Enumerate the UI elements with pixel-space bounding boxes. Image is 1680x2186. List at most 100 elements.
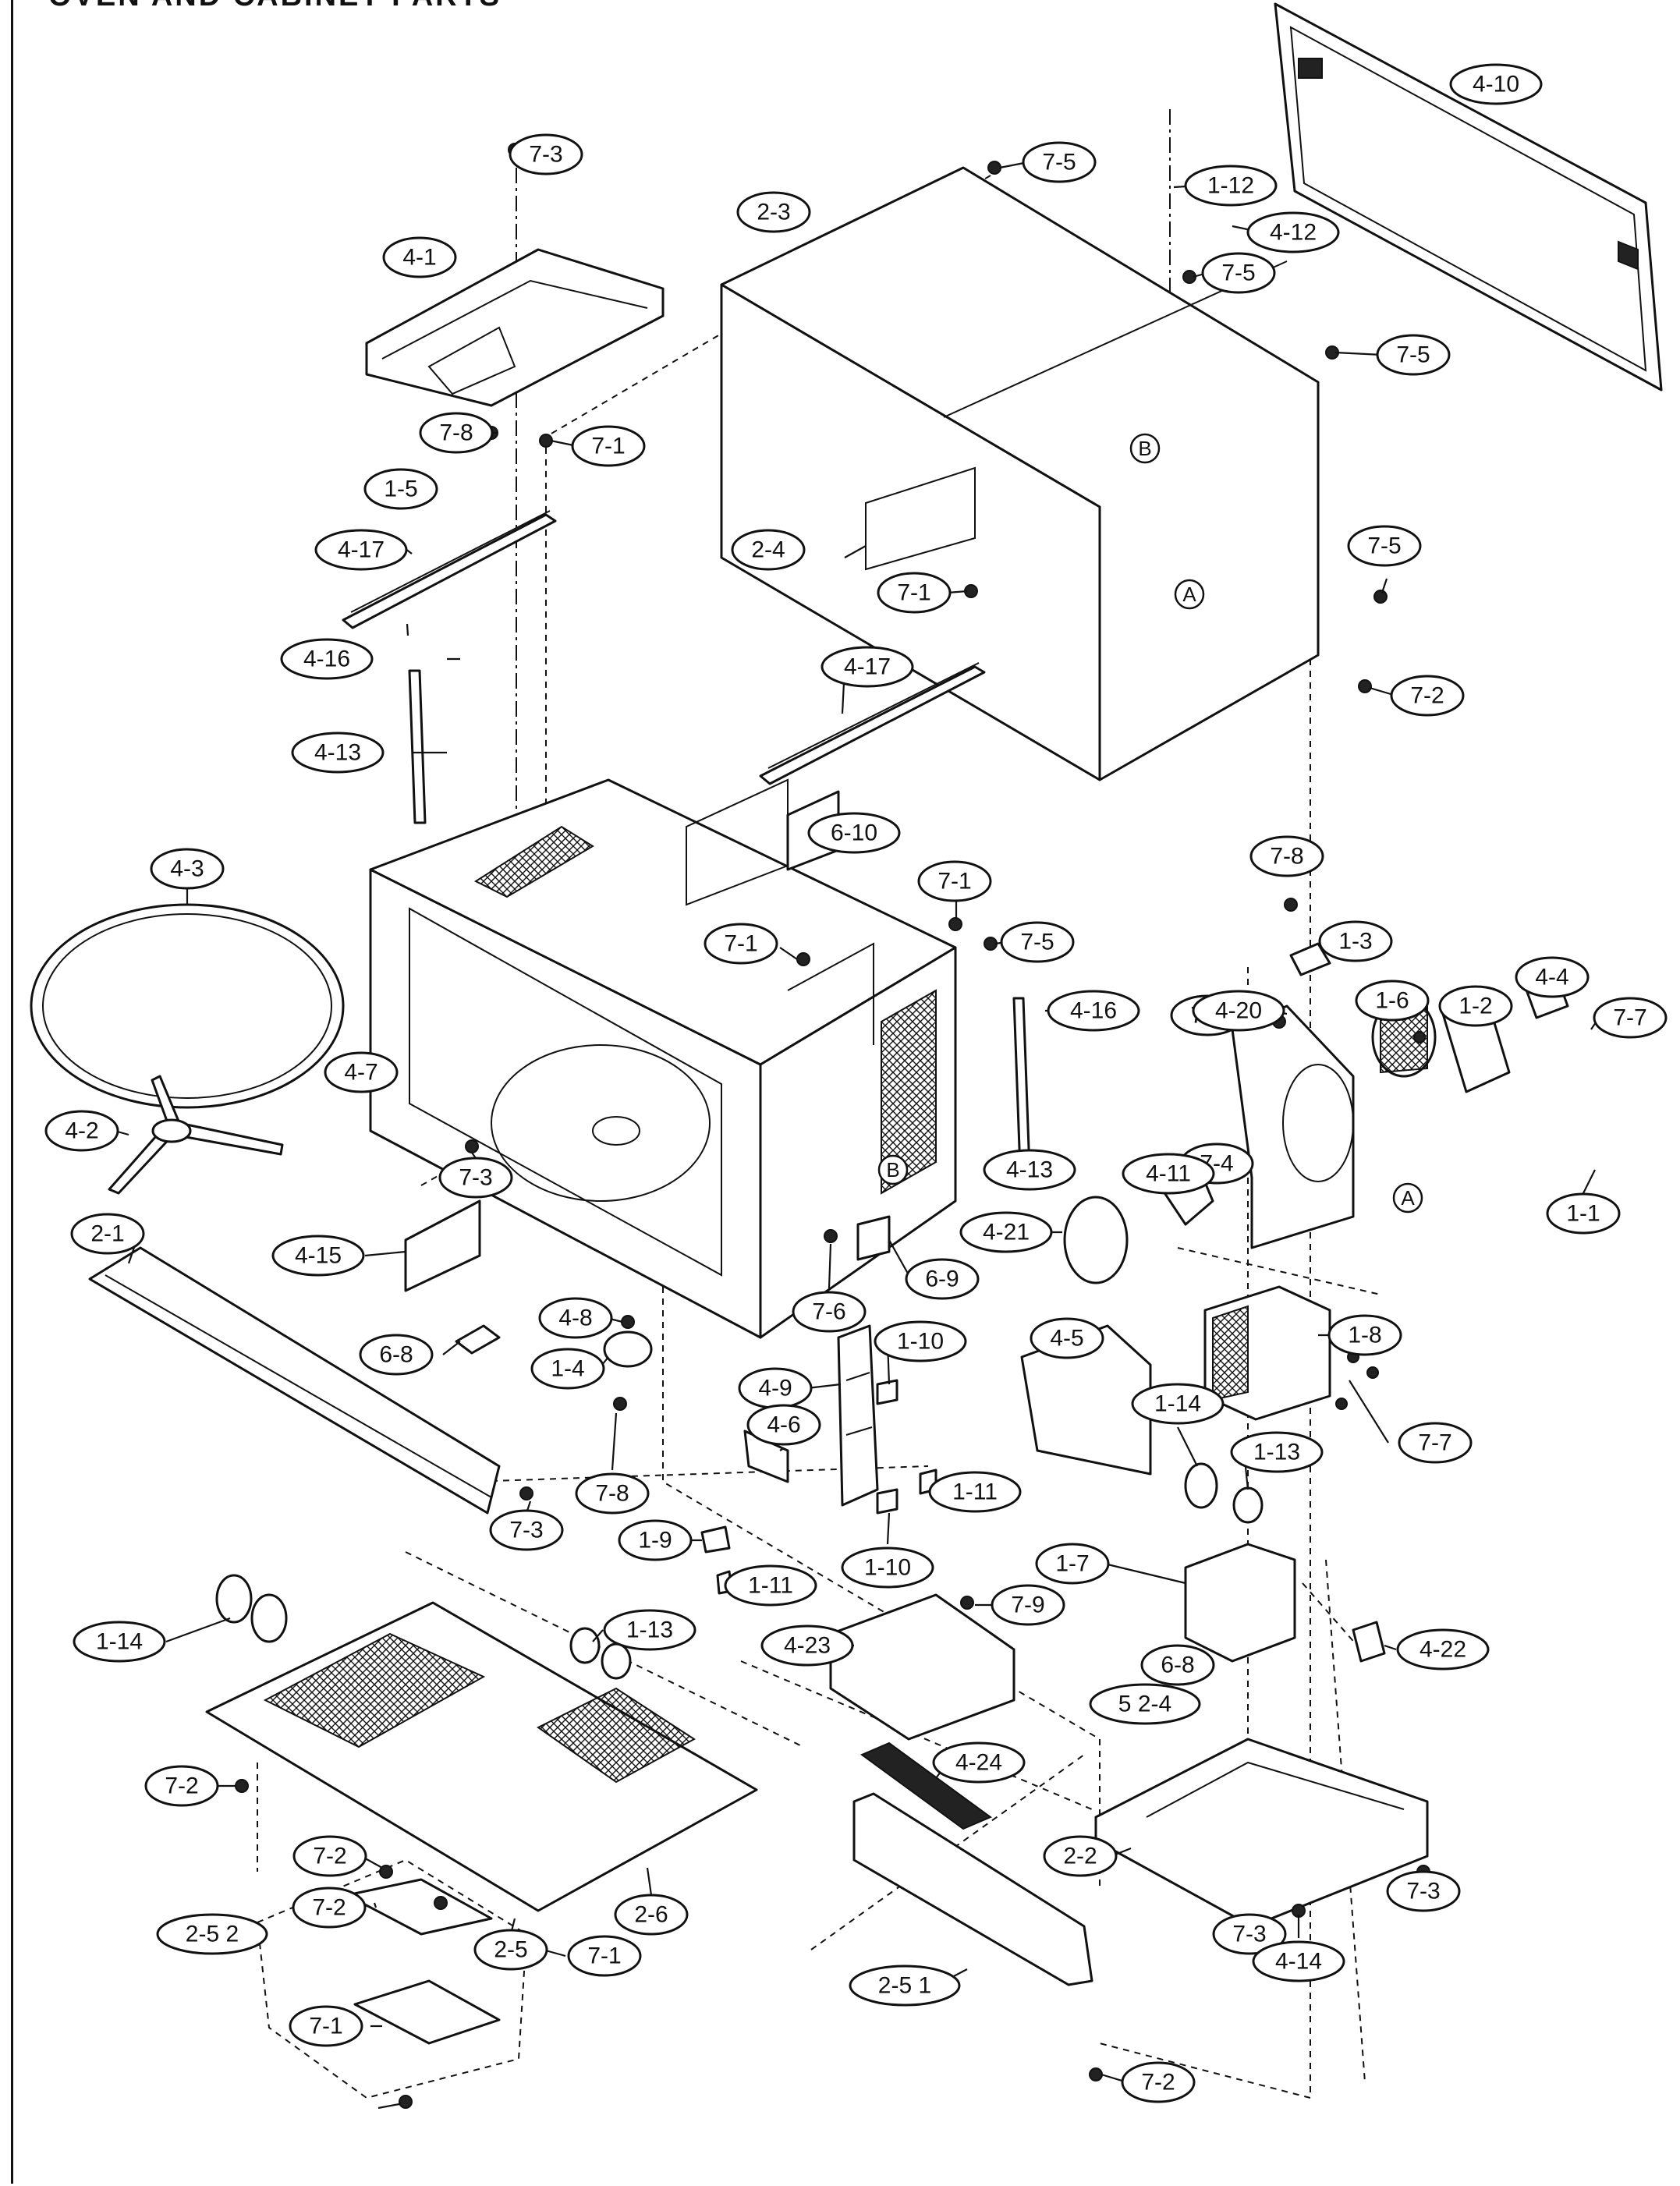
callout-label: 7-8 (439, 420, 473, 446)
callout-label: 4-21 (983, 1220, 1030, 1245)
callout-7-2: 7-2 (292, 1835, 367, 1877)
callout-label: 7-5 (1367, 533, 1401, 559)
callout-bubble (1035, 1543, 1110, 1585)
callout-label: 7-1 (724, 931, 757, 957)
callout-1-14: 1-14 (73, 1621, 166, 1663)
callout-label: 4-7 (344, 1060, 377, 1086)
ref-mark-a-fan: A (1392, 1182, 1423, 1213)
callout-7-5: 7-5 (1376, 334, 1451, 376)
callout-label: 7-5 (1396, 342, 1430, 368)
callout-bubble (841, 1546, 934, 1589)
callout-bubble (1121, 2061, 1196, 2103)
callout-4-16: 4-16 (1047, 990, 1140, 1032)
callout-bubble (1140, 1644, 1215, 1686)
callout-4-3: 4-3 (150, 848, 225, 890)
callout-bubble (575, 1472, 650, 1515)
rear-panel-4-10 (1274, 2, 1663, 391)
callout-label: 1-13 (1253, 1440, 1300, 1465)
callout-bubble (928, 1471, 1022, 1513)
callout-1-13: 1-13 (1230, 1431, 1324, 1473)
callout-4-8: 4-8 (538, 1297, 613, 1339)
callout-bubble (821, 646, 914, 688)
callout-label: 5 2-4 (1118, 1692, 1171, 1717)
callout-bubble (419, 412, 494, 454)
callout-label: 1-8 (1348, 1323, 1381, 1348)
callout-bubble (509, 133, 583, 175)
callout-bubble (156, 1913, 268, 1955)
callout-bubble (1390, 675, 1465, 717)
callout-7-3: 7-3 (1212, 1913, 1287, 1955)
callout-label: 4-17 (338, 537, 385, 563)
callout-bubble (724, 1564, 817, 1607)
callout-label: 7-5 (1042, 150, 1076, 175)
callout-4-16: 4-16 (280, 638, 374, 680)
callout-1-2: 1-2 (1438, 985, 1513, 1027)
microswitch-1-10-upper (876, 1379, 898, 1405)
callout-4-7: 4-7 (324, 1051, 399, 1093)
callout-1-13: 1-13 (603, 1609, 696, 1651)
callout-6-10: 6-10 (807, 812, 901, 854)
callout-label: 7-9 (1011, 1593, 1044, 1618)
callout-bubble (1184, 165, 1278, 207)
callout-label: 7-6 (812, 1299, 845, 1325)
callout-2-4: 2-4 (731, 529, 806, 571)
socket-1-13 (1232, 1486, 1264, 1524)
insulator-4-24 (859, 1741, 993, 1830)
callout-bubble (1030, 1317, 1104, 1359)
fan-duct-4-20 (1231, 1004, 1355, 1249)
callout-bubble (603, 1609, 696, 1651)
callout-bubble (363, 468, 438, 510)
callout-label: 4-10 (1473, 72, 1519, 97)
callout-label: 1-3 (1338, 929, 1372, 955)
callout-4-4: 4-4 (1515, 956, 1590, 998)
callout-4-13: 4-13 (983, 1149, 1076, 1191)
callout-label: 6-8 (379, 1342, 413, 1368)
callout-bubble (530, 1348, 605, 1390)
callout-bubble (1546, 1192, 1621, 1235)
callout-label: 7-7 (1613, 1005, 1646, 1031)
callout-7-8: 7-8 (419, 412, 494, 454)
sheet-4-15 (404, 1199, 481, 1292)
diagram-title: OVEN AND CABINET PARTS (48, 0, 502, 13)
callout-2-5-2: 2-5 2 (156, 1913, 268, 1955)
callout-label: 1-6 (1375, 988, 1409, 1014)
callout-label: 7-1 (587, 1943, 621, 1969)
callout-7-3: 7-3 (1386, 1870, 1461, 1912)
callout-label: 6-9 (925, 1267, 959, 1292)
front-trim-2-1 (88, 1246, 501, 1515)
callout-bubble (807, 812, 901, 854)
callout-7-1: 7-1 (917, 860, 992, 902)
callout-bubble (1318, 920, 1393, 962)
callout-bubble (314, 529, 408, 571)
callout-7-1: 7-1 (877, 572, 952, 614)
callout-bubble (746, 1404, 821, 1446)
callout-1-10: 1-10 (874, 1320, 967, 1362)
ref-mark-b-top: B (1129, 433, 1161, 464)
callout-bubble (73, 1621, 166, 1663)
svg-text:A: A (1401, 1186, 1415, 1210)
callout-2-6: 2-6 (614, 1894, 689, 1936)
callout-label: 7-1 (897, 580, 930, 606)
callout-7-1: 7-1 (567, 1935, 642, 1977)
sheet-6-9 (856, 1215, 891, 1261)
callout-label: 4-11 (1146, 1161, 1191, 1187)
coupling-4-2 (108, 1075, 284, 1195)
callout-bubble (874, 1320, 967, 1362)
socket-1-13-b (601, 1642, 632, 1680)
callout-label: 4-8 (558, 1306, 592, 1331)
motor-1-4 (603, 1330, 653, 1368)
callout-bubble (1398, 1422, 1473, 1464)
callout-label: 7-1 (937, 869, 971, 895)
callout-label: 4-3 (170, 856, 204, 882)
cover-plate-2-5-1 (353, 1979, 501, 2045)
callout-bubble (1376, 334, 1451, 376)
callout-bubble (382, 236, 457, 278)
callout-bubble (292, 1887, 367, 1929)
callout-bubble (760, 1624, 854, 1667)
callout-1-7: 1-7 (1035, 1543, 1110, 1585)
latch-strip-4-13-right (1012, 997, 1031, 1171)
callout-label: 4-16 (1070, 998, 1117, 1024)
microswitch-1-10-lower (876, 1488, 898, 1515)
